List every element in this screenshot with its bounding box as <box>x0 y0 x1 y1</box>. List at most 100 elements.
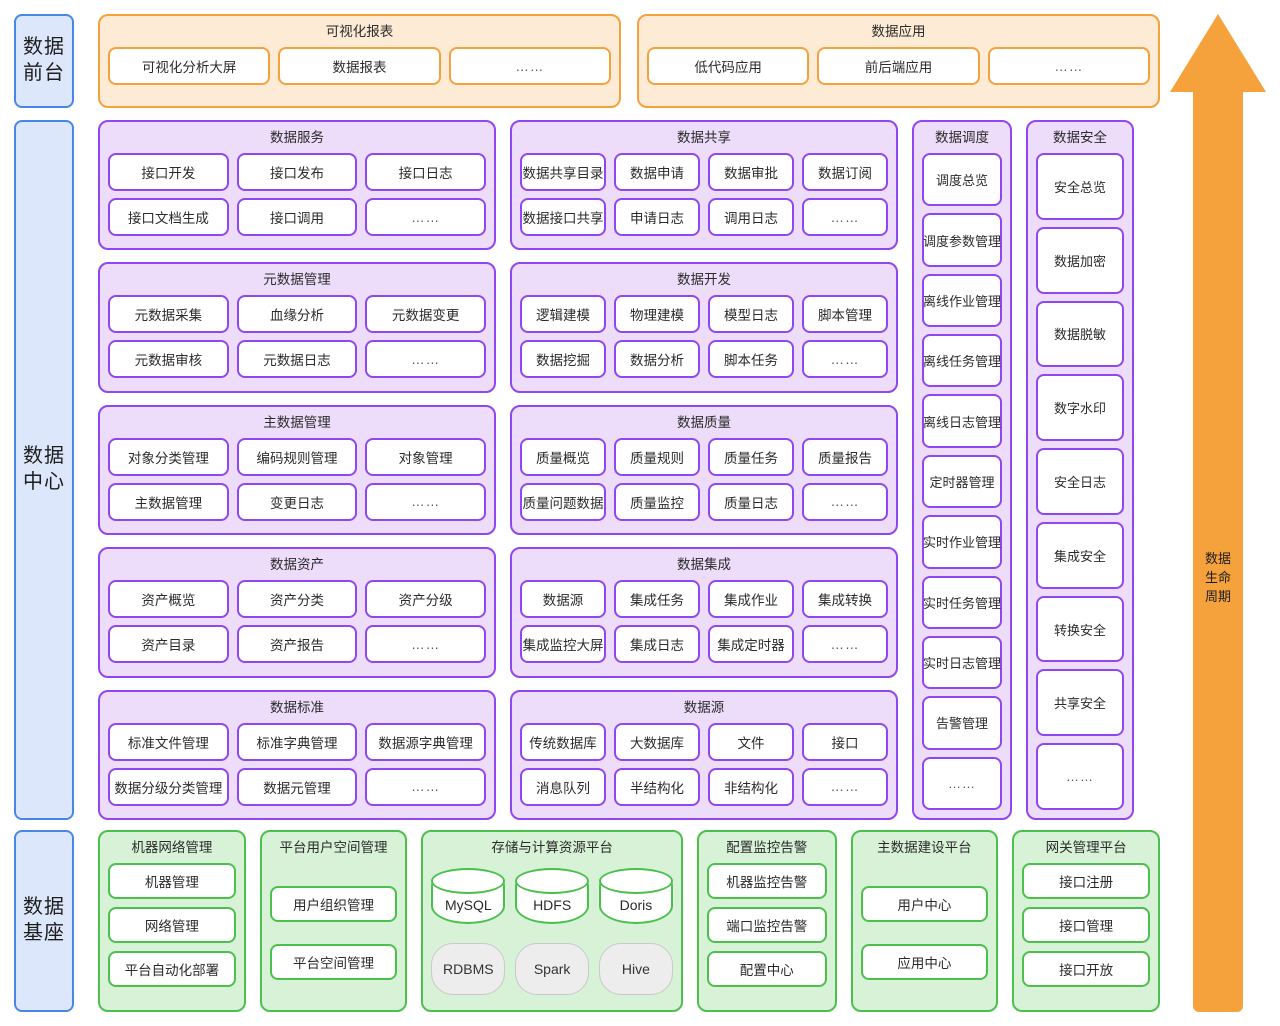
chip-item[interactable]: 逻辑建模 <box>520 295 606 334</box>
chip-item-more[interactable]: …… <box>365 340 487 379</box>
chip-item[interactable]: 集成转换 <box>802 580 888 619</box>
chip-item[interactable]: 数据报表 <box>278 47 441 85</box>
chip-item[interactable]: 接口开发 <box>108 153 229 191</box>
chip-item[interactable]: 可视化分析大屏 <box>108 47 271 85</box>
engine-item[interactable]: Spark <box>515 943 590 996</box>
chip-item[interactable]: 半结构化 <box>614 767 700 806</box>
chip-item[interactable]: 标准字典管理 <box>236 722 358 761</box>
chip-item-more[interactable]: …… <box>448 47 611 85</box>
chip-item[interactable]: 集成监控大屏 <box>520 625 606 664</box>
chip-item[interactable]: 离线任务管理 <box>922 334 1002 388</box>
chip-item[interactable]: 接口开放 <box>1022 951 1150 987</box>
chip-item[interactable]: 主数据管理 <box>108 482 229 521</box>
database-cylinder-icon[interactable]: Doris <box>599 867 673 924</box>
chip-item[interactable]: 集成任务 <box>614 580 700 619</box>
chip-item[interactable]: 定时器管理 <box>922 454 1002 509</box>
chip-item[interactable]: 元数据审核 <box>108 340 229 379</box>
chip-item[interactable]: 资产概览 <box>108 580 229 619</box>
engine-item[interactable]: Hive <box>599 943 673 996</box>
chip-item[interactable]: 集成日志 <box>614 625 700 664</box>
chip-item-more[interactable]: …… <box>365 198 487 236</box>
chip-item[interactable]: 用户中心 <box>860 885 989 922</box>
chip-item[interactable]: 接口发布 <box>236 153 358 191</box>
chip-item-more[interactable]: …… <box>365 482 487 521</box>
chip-item[interactable]: 调度总览 <box>922 153 1002 207</box>
chip-item[interactable]: 血缘分析 <box>236 295 358 334</box>
chip-item[interactable]: 机器管理 <box>108 863 236 899</box>
chip-item[interactable]: 传统数据库 <box>520 722 606 761</box>
chip-item[interactable]: 数据分级分类管理 <box>108 767 229 806</box>
chip-item-more[interactable]: …… <box>802 482 888 521</box>
chip-item[interactable]: 物理建模 <box>614 295 700 334</box>
chip-item-more[interactable]: …… <box>802 340 888 379</box>
chip-item[interactable]: 编码规则管理 <box>236 437 358 476</box>
chip-item[interactable]: 数据挖掘 <box>520 340 606 379</box>
chip-item[interactable]: 配置中心 <box>706 951 827 987</box>
chip-item-more[interactable]: …… <box>1036 743 1124 811</box>
chip-item[interactable]: 安全日志 <box>1036 448 1124 515</box>
chip-item[interactable]: 质量概览 <box>520 437 606 476</box>
database-cylinder-icon[interactable]: MySQL <box>431 867 506 924</box>
chip-item[interactable]: 元数据采集 <box>108 295 229 334</box>
chip-item[interactable]: 数据源 <box>520 580 606 619</box>
chip-item[interactable]: 元数据变更 <box>365 295 487 334</box>
chip-item[interactable]: 前后端应用 <box>817 47 980 85</box>
chip-item[interactable]: 低代码应用 <box>647 47 810 85</box>
chip-item[interactable]: 转换安全 <box>1036 595 1124 663</box>
chip-item[interactable]: 大数据库 <box>614 722 700 761</box>
chip-item[interactable]: 离线作业管理 <box>922 273 1002 328</box>
chip-item[interactable]: 平台自动化部署 <box>108 951 236 987</box>
chip-item[interactable]: 非结构化 <box>708 767 794 806</box>
chip-item[interactable]: 集成作业 <box>708 580 794 619</box>
chip-item-more[interactable]: …… <box>802 625 888 664</box>
chip-item[interactable]: 质量问题数据 <box>520 482 606 521</box>
chip-item[interactable]: 集成安全 <box>1036 521 1124 589</box>
chip-item[interactable]: 元数据日志 <box>236 340 358 379</box>
chip-item[interactable]: 数据申请 <box>614 153 700 191</box>
chip-item[interactable]: 数据加密 <box>1036 226 1124 294</box>
chip-item[interactable]: 接口管理 <box>1022 907 1150 943</box>
chip-item[interactable]: 端口监控告警 <box>706 907 827 943</box>
chip-item[interactable]: 调度参数管理 <box>922 213 1002 267</box>
chip-item[interactable]: 模型日志 <box>708 295 794 334</box>
chip-item[interactable]: 数据元管理 <box>236 767 358 806</box>
chip-item[interactable]: 调用日志 <box>708 198 794 236</box>
chip-item[interactable]: 数字水印 <box>1036 374 1124 442</box>
chip-item[interactable]: 离线日志管理 <box>922 394 1002 448</box>
chip-item[interactable]: 质量任务 <box>708 437 794 476</box>
chip-item-more[interactable]: …… <box>987 47 1150 85</box>
chip-item[interactable]: 应用中心 <box>860 943 989 980</box>
chip-item[interactable]: 脚本任务 <box>708 340 794 379</box>
chip-item[interactable]: 数据分析 <box>614 340 700 379</box>
engine-item[interactable]: RDBMS <box>431 943 506 996</box>
chip-item[interactable]: 数据源字典管理 <box>365 722 487 761</box>
chip-item[interactable]: 安全总览 <box>1036 153 1124 220</box>
chip-item[interactable]: 数据订阅 <box>802 153 888 191</box>
chip-item[interactable]: 质量日志 <box>708 482 794 521</box>
chip-item[interactable]: 接口日志 <box>365 153 487 191</box>
chip-item[interactable]: 接口 <box>802 722 888 761</box>
chip-item[interactable]: 实时作业管理 <box>922 515 1002 569</box>
chip-item[interactable]: 对象管理 <box>365 437 487 476</box>
chip-item[interactable]: 对象分类管理 <box>108 437 229 476</box>
chip-item[interactable]: 实时日志管理 <box>922 635 1002 690</box>
chip-item[interactable]: 资产分类 <box>236 580 358 619</box>
database-cylinder-icon[interactable]: HDFS <box>515 867 590 924</box>
chip-item[interactable]: 消息队列 <box>520 767 606 806</box>
chip-item-more[interactable]: …… <box>802 767 888 806</box>
chip-item[interactable]: 实时任务管理 <box>922 575 1002 629</box>
chip-item[interactable]: 告警管理 <box>922 696 1002 750</box>
chip-item[interactable]: 机器监控告警 <box>706 863 827 899</box>
chip-item[interactable]: 资产报告 <box>236 625 358 664</box>
chip-item-more[interactable]: …… <box>365 625 487 664</box>
chip-item[interactable]: 共享安全 <box>1036 669 1124 737</box>
chip-item-more[interactable]: …… <box>922 756 1002 810</box>
chip-item[interactable]: 标准文件管理 <box>108 722 229 761</box>
chip-item[interactable]: 接口注册 <box>1022 863 1150 899</box>
chip-item[interactable]: 脚本管理 <box>802 295 888 334</box>
chip-item[interactable]: 数据接口共享 <box>520 198 606 236</box>
chip-item[interactable]: 接口调用 <box>236 198 358 236</box>
chip-item[interactable]: 数据共享目录 <box>520 153 606 191</box>
chip-item[interactable]: 用户组织管理 <box>269 885 398 922</box>
chip-item-more[interactable]: …… <box>365 767 487 806</box>
